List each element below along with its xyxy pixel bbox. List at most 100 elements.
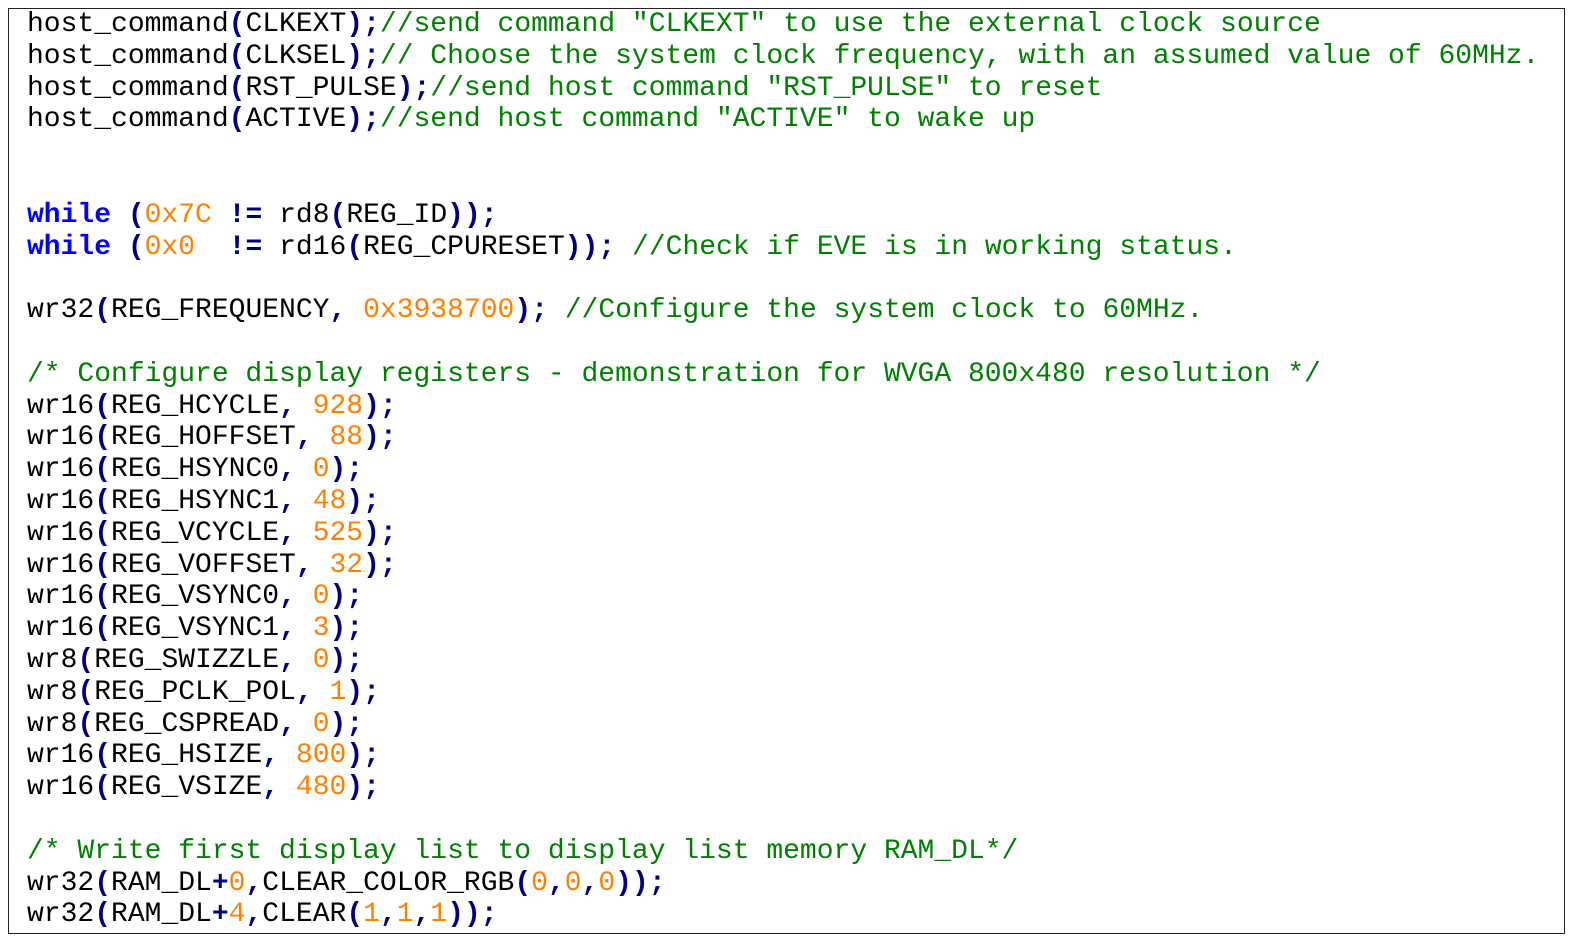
code-operator: (	[329, 199, 347, 231]
code-operator: (	[514, 867, 532, 899]
code-operator: ,	[379, 899, 397, 931]
code-operator: );	[363, 390, 397, 422]
code-identifier: wr16	[27, 485, 95, 517]
code-identifier: wr16	[27, 454, 95, 486]
code-identifier: wr16	[27, 549, 95, 581]
code-line: /* Configure display registers - demonst…	[27, 359, 1539, 391]
code-operator: (	[94, 581, 112, 613]
code-line: host_command(CLKEXT);//send command "CLK…	[27, 9, 1539, 41]
code-operator: (	[94, 390, 112, 422]
code-number: 525	[312, 517, 364, 549]
code-identifier: ACTIVE	[245, 104, 347, 136]
code-comment: //Configure the system clock to 60MHz.	[564, 295, 1204, 327]
code-comment: //send host command "ACTIVE" to wake up	[379, 104, 1036, 136]
code-identifier: REG_VSYNC0	[111, 581, 280, 613]
code-operator: (	[94, 740, 112, 772]
code-identifier: REG_VSYNC1	[111, 613, 280, 645]
code-operator: ,	[329, 295, 347, 327]
code-operator: (	[228, 72, 246, 104]
code-number: 32	[329, 549, 364, 581]
code-listing: host_command(CLKEXT);//send command "CLK…	[27, 9, 1539, 931]
code-number: 0	[312, 454, 330, 486]
code-text	[296, 581, 313, 612]
code-text	[296, 613, 313, 644]
code-keyword: while	[27, 199, 112, 231]
code-operator: ,	[262, 772, 280, 804]
code-identifier: host_command	[27, 9, 229, 40]
code-identifier: CLKSEL	[245, 40, 347, 72]
code-operator: );	[396, 72, 431, 104]
code-number: 0	[312, 581, 330, 613]
code-identifier: rd16	[279, 231, 347, 263]
code-text	[296, 518, 313, 549]
code-identifier: RAM_DL	[111, 899, 212, 931]
code-operator: );	[329, 581, 364, 613]
code-number: 0x0	[144, 231, 196, 263]
code-operator: (	[228, 9, 246, 40]
code-line	[27, 263, 1539, 295]
code-operator: !=	[228, 199, 263, 231]
code-line: wr16(REG_HSIZE, 800);	[27, 740, 1539, 772]
code-comment: //send host command "RST_PULSE" to reset	[430, 72, 1103, 104]
code-comment: /* Configure display registers - demonst…	[27, 358, 1321, 390]
code-text	[279, 740, 296, 771]
code-operator: ,	[279, 708, 296, 740]
code-operator: ,	[295, 549, 313, 581]
code-line: wr16(REG_VSIZE, 480);	[27, 772, 1539, 804]
code-operator: ,	[279, 390, 296, 422]
code-text	[262, 200, 279, 231]
code-operator: (	[94, 454, 112, 486]
code-identifier: wr8	[27, 644, 78, 676]
code-line: host_command(ACTIVE);//send host command…	[27, 104, 1539, 136]
code-number: 0	[564, 867, 582, 899]
code-operator: ));	[447, 899, 498, 931]
code-identifier: wr16	[27, 772, 95, 804]
code-number: 1	[363, 899, 380, 931]
code-line	[27, 136, 1539, 168]
code-operator: ));	[615, 867, 666, 899]
code-identifier: REG_VSIZE	[111, 772, 263, 804]
code-operator: (	[346, 899, 364, 931]
code-identifier: wr16	[27, 422, 95, 454]
code-operator: (	[94, 772, 112, 804]
code-operator: );	[329, 454, 364, 486]
code-text	[279, 772, 296, 803]
code-comment: /* Write first display list to display l…	[27, 835, 1019, 867]
code-comment: // Choose the system clock frequency, wi…	[379, 40, 1540, 72]
code-operator: (	[228, 40, 246, 72]
code-text	[111, 232, 128, 263]
code-text	[296, 486, 313, 517]
code-identifier: host_command	[27, 72, 229, 104]
code-identifier: host_command	[27, 40, 229, 72]
code-text	[548, 295, 565, 326]
code-operator: +	[211, 899, 229, 931]
code-text	[313, 550, 330, 581]
code-identifier: wr16	[27, 390, 95, 422]
code-number: 48	[312, 485, 347, 517]
code-operator: );	[346, 772, 380, 804]
code-operator: );	[363, 422, 397, 454]
code-operator: ,	[279, 485, 296, 517]
code-text	[296, 391, 313, 422]
code-line	[27, 168, 1539, 200]
code-text	[296, 645, 313, 676]
code-line: while (0x7C != rd8(REG_ID));	[27, 200, 1539, 232]
code-line: wr16(REG_HSYNC1, 48);	[27, 486, 1539, 518]
code-number: 1	[329, 676, 347, 708]
code-number: 0	[228, 867, 246, 899]
code-comment: //send command "CLKEXT" to use the exter…	[379, 9, 1321, 40]
code-text	[212, 200, 229, 231]
code-listing-frame	[8, 8, 1565, 934]
code-operator: );	[363, 549, 397, 581]
code-operator: (	[346, 231, 364, 263]
code-line: wr32(RAM_DL+0,CLEAR_COLOR_RGB(0,0,0));	[27, 868, 1539, 900]
code-identifier: REG_FREQUENCY	[111, 295, 330, 327]
code-operator: (	[94, 899, 112, 931]
code-identifier: REG_CSPREAD	[94, 708, 280, 740]
code-operator: ,	[547, 867, 565, 899]
code-identifier: wr16	[27, 517, 95, 549]
code-number: 0x7C	[144, 199, 212, 231]
code-line: wr32(RAM_DL+4,CLEAR(1,1,1));	[27, 899, 1539, 931]
code-identifier: wr32	[27, 867, 95, 899]
code-identifier: wr32	[27, 899, 95, 931]
